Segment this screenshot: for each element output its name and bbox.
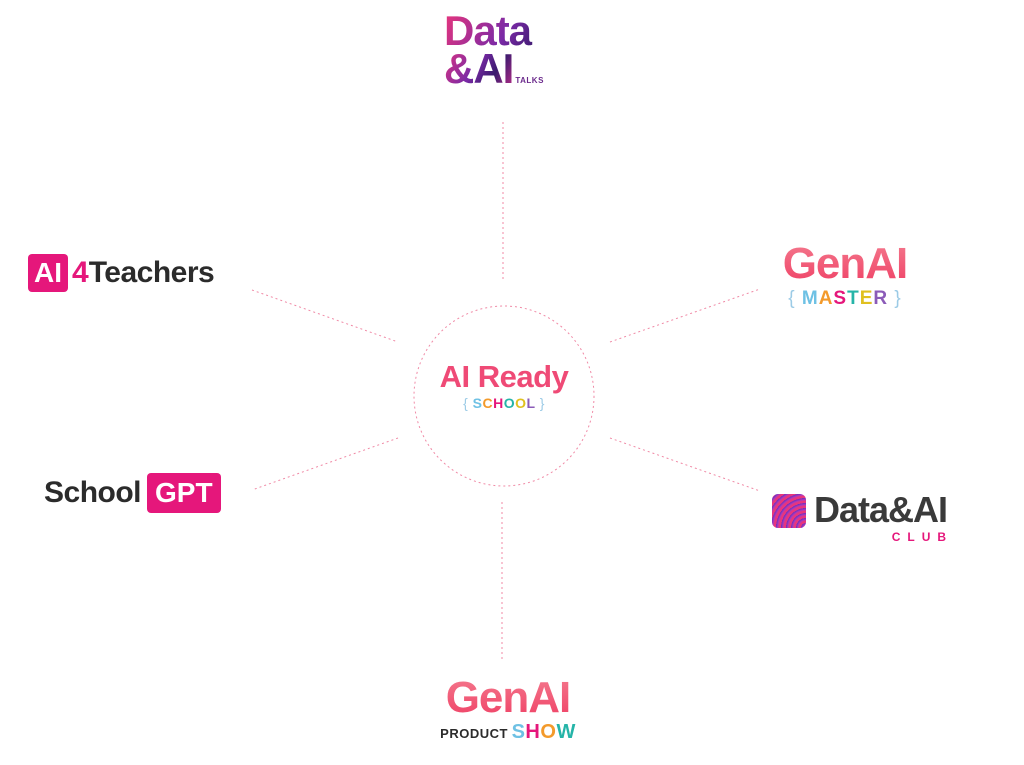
letter: H [525,721,541,743]
genai-master-title: GenAI [770,240,920,288]
schoolgpt-badge: GPT [147,473,221,513]
talks-line1: Data [444,10,584,52]
club-subtitle: CLUB [891,530,954,544]
node-data-ai-club: Data&AI CLUB [772,489,948,545]
hub-subtitle: { SCHOOL } [404,394,604,412]
connector-upper-right [609,288,761,343]
letter: T [847,288,860,309]
letter: A [818,288,834,309]
letter: E [859,288,874,309]
product-show-product: PRODUCT [440,726,508,741]
hub-brace-close: } [539,395,545,411]
hub-ring [413,305,595,487]
letter: O [515,395,527,411]
club-title: Data&AI [814,489,948,530]
genai-master-subtitle: { MASTER } [770,288,920,310]
letter: O [540,721,557,743]
connector-lower-right [609,437,761,492]
connector-lower-left [251,437,399,491]
talks-tag: TALKS [515,76,544,85]
master-brace-open: { [788,288,796,309]
product-show-subtitle: PRODUCT SHOW [428,722,588,744]
node-schoolgpt: School GPT [44,473,221,513]
schoolgpt-word: School [44,476,142,509]
product-show-title: GenAI [428,674,588,722]
connector-upper-left [251,289,399,343]
node-genai-master: GenAI { MASTER } [770,240,920,310]
product-show-show: SHOW [512,721,576,743]
letter: M [801,288,819,309]
letter: H [493,395,504,411]
talks-line2: &AI [444,45,514,92]
hub-subtitle-text: SCHOOL [473,395,536,411]
club-text-block: Data&AI CLUB [814,489,948,545]
letter: S [833,288,848,309]
hub-title: AI Ready [439,359,569,394]
letter: L [526,395,536,411]
node-ai4teachers: AI 4 Teachers [28,254,215,292]
club-logo-icon [772,494,806,528]
ai4teachers-number: 4 [72,256,89,289]
hub-brace-open: { [463,395,469,411]
ai4teachers-badge: AI [28,254,68,292]
letter: R [873,288,889,309]
letter: C [482,395,494,411]
hub-ai-ready-school: AI Ready { SCHOOL } [404,360,604,412]
letter: S [511,721,526,743]
letter: W [556,721,576,743]
letter: S [472,395,483,411]
ai4teachers-word: Teachers [88,256,215,289]
master-brace-close: } [894,288,902,309]
node-genai-product-show: GenAI PRODUCT SHOW [428,674,588,744]
genai-master-subtitle-text: MASTER [802,288,888,309]
letter: O [503,395,516,411]
